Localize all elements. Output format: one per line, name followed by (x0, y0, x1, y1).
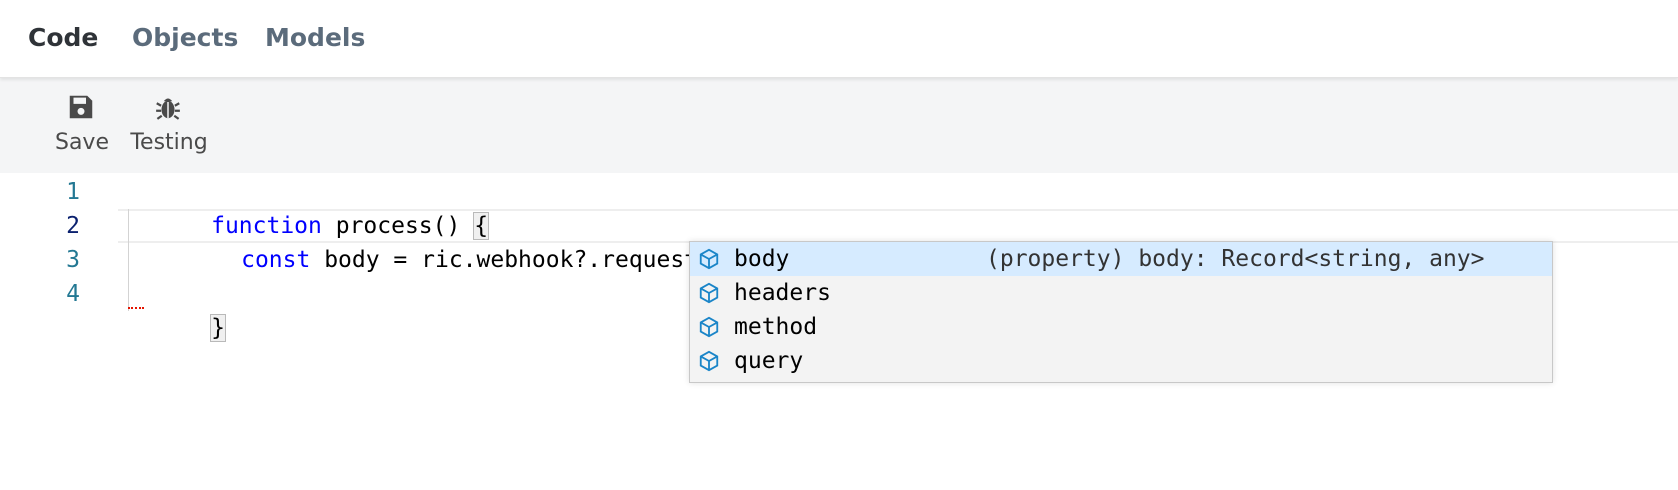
line-number: 2 (66, 213, 80, 239)
property-cube-icon (699, 316, 719, 338)
tab-objects[interactable]: Objects (132, 23, 239, 52)
matched-open-brace: { (473, 212, 490, 240)
line-number: 4 (66, 281, 80, 307)
save-button[interactable]: Save (52, 92, 112, 162)
testing-label: Testing (130, 130, 208, 155)
suggest-item[interactable]: body (property) body: Record<string, any… (690, 242, 1552, 276)
bug-icon (156, 98, 180, 120)
code-line-1[interactable]: function process() { (128, 175, 490, 240)
indent-guide (128, 209, 129, 311)
code-line-2[interactable]: const body = ric.webhook?.request?. (158, 209, 726, 273)
testing-button[interactable]: Testing (126, 92, 212, 162)
line-number: 3 (66, 247, 80, 273)
save-icon (69, 95, 93, 119)
suggest-item[interactable]: method (690, 310, 1552, 344)
keyword-function: function (211, 213, 322, 239)
property-cube-icon (699, 350, 719, 372)
matched-close-brace: } (210, 314, 226, 342)
toolbar: Save Testing (0, 78, 1678, 173)
property-cube-icon (699, 282, 719, 304)
suggest-detail: (property) body: Record<string, any> (986, 246, 1485, 272)
suggest-label: headers (734, 280, 831, 306)
suggest-label: query (734, 348, 804, 374)
code-line-4[interactable]: } (128, 277, 226, 342)
autocomplete-suggest-widget: body (property) body: Record<string, any… (689, 241, 1553, 383)
save-label: Save (54, 130, 109, 155)
tab-models[interactable]: Models (265, 23, 366, 52)
tab-code[interactable]: Code (28, 23, 99, 52)
suggest-label: method (734, 314, 818, 340)
tab-bar: Code Objects Models (0, 0, 1678, 78)
keyword-const: const (241, 247, 311, 273)
suggest-label: body (734, 246, 790, 272)
code-text: body = ric.webhook?.request?. (310, 247, 726, 273)
property-cube-icon (699, 248, 719, 270)
suggest-item[interactable]: headers (690, 276, 1552, 310)
error-squiggle (128, 305, 144, 309)
line-number: 1 (66, 179, 80, 205)
code-text: process() (321, 213, 475, 239)
line-number-gutter: 1 2 3 4 (0, 173, 110, 490)
suggest-item[interactable]: query (690, 344, 1552, 378)
